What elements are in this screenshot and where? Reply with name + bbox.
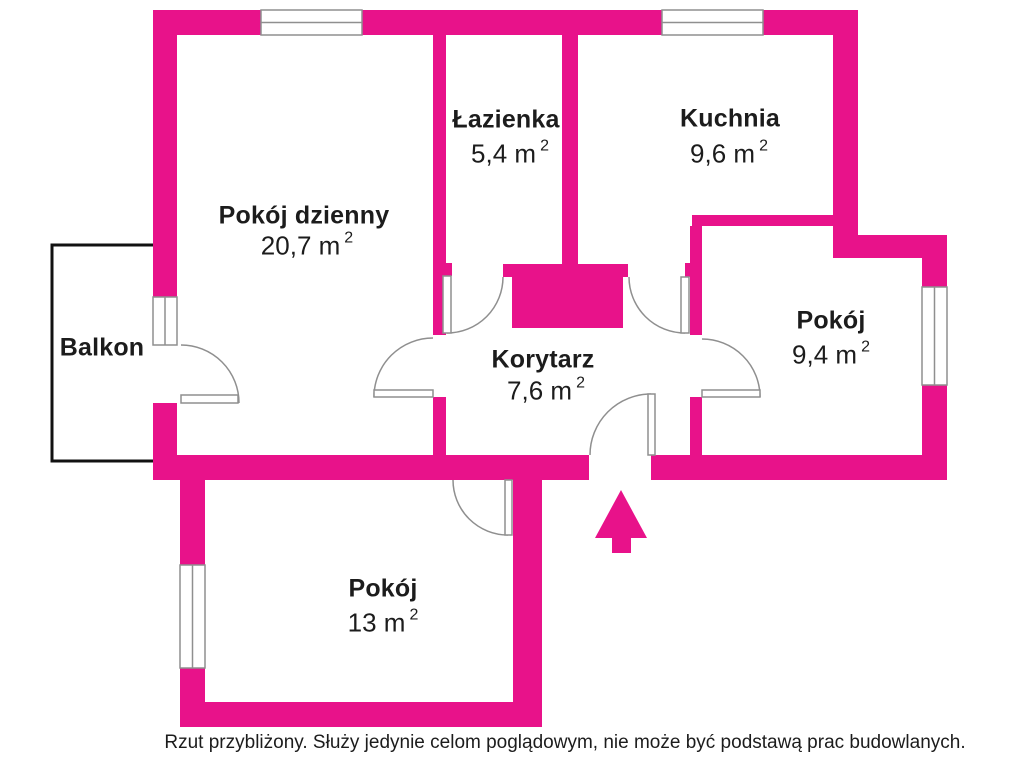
wall-kitchen-bottom: [692, 215, 833, 226]
bathroom-area-sup: 2: [540, 137, 549, 155]
wall-bottomroom-right: [513, 480, 542, 727]
bathroom-area-value: 5,4 m: [471, 138, 537, 169]
door-arc-entrance: [589, 393, 652, 456]
door-arc-balcony: [180, 344, 240, 404]
corridor-area-value: 7,6 m: [507, 375, 573, 406]
wall-corridor-top: [503, 264, 628, 277]
wall-step-top-right: [833, 235, 947, 258]
living-room-area-sup: 2: [344, 229, 354, 247]
wall-kitchen-door-stub: [685, 263, 702, 277]
door-arc-right-room: [701, 338, 761, 398]
door-leaf-balcony: [180, 394, 239, 404]
right-room-area-sup: 2: [861, 338, 870, 356]
label-right-room-name: Pokój: [796, 306, 866, 335]
label-living-room-name: Pokój dzienny: [218, 201, 390, 230]
label-bathroom-name: Łazienka: [452, 105, 560, 134]
balcony-outline: [50, 243, 153, 463]
disclaimer-text: Rzut przybliżony. Służy jedynie celom po…: [164, 732, 966, 753]
right-room-area-value: 9,4 m: [792, 339, 858, 370]
door-leaf-bottom-room: [504, 479, 513, 536]
wall-bottomroom-bottom: [180, 702, 542, 727]
living-room-area-value: 20,7 m: [260, 230, 341, 261]
kitchen-area-value: 9,6 m: [690, 138, 756, 169]
door-arc-bottom-room: [452, 479, 509, 536]
door-arc-bathroom: [446, 276, 504, 334]
wall-living-corridor-lower: [433, 397, 446, 455]
wall-corridor-right-lower: [690, 397, 702, 455]
balcony-door-opening: [153, 345, 177, 403]
wall-living-corridor-upper: [433, 35, 446, 335]
door-leaf-entrance: [647, 393, 656, 456]
windows: [152, 9, 948, 669]
corridor-closet: [512, 277, 623, 328]
label-balcony-name: Balkon: [59, 333, 145, 362]
wall-bathroom-bottom-stub: [433, 263, 452, 276]
corridor-area-sup: 2: [576, 374, 585, 392]
doors: [180, 275, 761, 536]
door-leaf-bathroom: [442, 275, 452, 334]
entrance-arrow-icon: [595, 490, 647, 553]
entrance-opening: [589, 455, 651, 480]
door-leaf-right-room: [701, 389, 761, 398]
wall-corridor-right-upper: [690, 226, 702, 335]
wall-kitchen-right: [833, 10, 858, 258]
label-bottom-room-name: Pokój: [348, 574, 418, 603]
door-leaf-kitchen: [680, 276, 690, 334]
kitchen-area-sup: 2: [759, 137, 768, 155]
wall-bathroom-kitchen: [562, 35, 578, 265]
label-corridor-name: Korytarz: [491, 345, 595, 374]
bottom-room-area-sup: 2: [409, 606, 419, 624]
wall-bottom-band: [153, 455, 947, 480]
label-kitchen-name: Kuchnia: [679, 104, 781, 133]
door-arc-kitchen: [628, 276, 686, 334]
wall-left: [153, 10, 177, 480]
bottom-room-area-value: 13 m: [347, 607, 406, 638]
door-arc-living-room: [373, 337, 434, 398]
door-leaf-living-room: [373, 389, 434, 398]
openings: [153, 345, 651, 480]
